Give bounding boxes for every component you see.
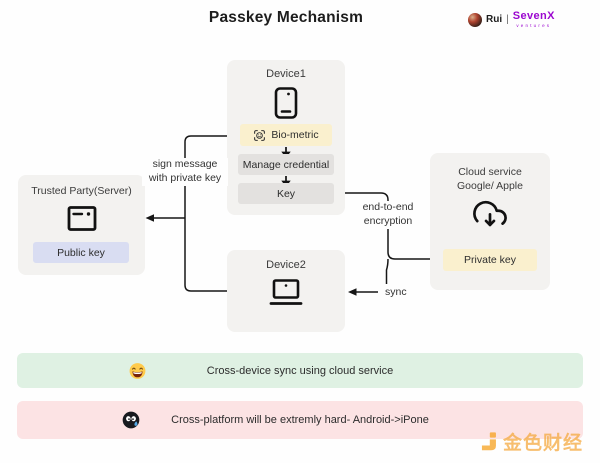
cloud-download-icon bbox=[473, 200, 507, 227]
manage-credential-label: Manage credential bbox=[242, 158, 330, 171]
device1-box: Device1 Bio-metric bbox=[227, 60, 345, 215]
key-step: Key bbox=[238, 183, 334, 204]
laughing-emoji-icon bbox=[129, 362, 146, 379]
jinse-logo-icon bbox=[481, 432, 496, 451]
note-negative-text: Cross-platform will be extremly hard- An… bbox=[171, 414, 429, 426]
brand-subtitle: ventures bbox=[516, 22, 552, 28]
page-title: Passkey Mechanism bbox=[208, 9, 364, 26]
note-positive-text: Cross-device sync using cloud service bbox=[206, 364, 394, 377]
phone-icon bbox=[274, 87, 298, 119]
biometric-step-label: Bio-metric bbox=[271, 129, 319, 141]
manage-credential-step: Manage credential bbox=[238, 154, 334, 175]
avatar bbox=[468, 12, 482, 27]
cloud-service-box: Cloud service Google/ Apple Private key bbox=[430, 153, 550, 290]
laptop-icon bbox=[269, 279, 303, 305]
sign-message-label: sign message with private key bbox=[142, 158, 228, 186]
biometric-scan-icon bbox=[254, 129, 266, 141]
private-key-label: Private key bbox=[464, 254, 516, 266]
jinse-watermark: 金色财经 bbox=[478, 428, 583, 455]
e2e-encryption-label: end-to-end encryption bbox=[349, 201, 427, 229]
cloud-service-name: Cloud service bbox=[458, 166, 522, 178]
device2-label: Device2 bbox=[266, 259, 306, 271]
trusted-party-box: Trusted Party(Server) Public key bbox=[18, 175, 145, 275]
black-sweat-emoji-icon bbox=[122, 411, 140, 429]
author-name: Rui bbox=[486, 14, 503, 25]
biometric-step: Bio-metric bbox=[240, 124, 332, 146]
watermark-text: 金色财经 bbox=[503, 433, 584, 454]
note-positive: Cross-device sync using cloud service bbox=[17, 353, 583, 388]
key-step-label: Key bbox=[276, 187, 296, 200]
server-window-icon bbox=[67, 206, 96, 231]
trusted-party-label: Trusted Party(Server) bbox=[31, 185, 132, 197]
byline: Rui | SevenX ventures bbox=[468, 11, 555, 28]
private-key-pill: Private key bbox=[443, 249, 537, 271]
note-negative: Cross-platform will be extremly hard- An… bbox=[17, 401, 583, 439]
cloud-service-providers: Google/ Apple bbox=[457, 180, 523, 192]
byline-separator: | bbox=[506, 14, 509, 25]
sync-label: sync bbox=[385, 286, 407, 298]
device1-label: Device1 bbox=[266, 68, 306, 80]
public-key-pill: Public key bbox=[33, 242, 129, 263]
sevenx-logo: SevenX ventures bbox=[513, 11, 555, 28]
device2-box: Device2 bbox=[227, 250, 345, 332]
public-key-label: Public key bbox=[57, 246, 105, 259]
brand-name: SevenX bbox=[512, 10, 555, 22]
